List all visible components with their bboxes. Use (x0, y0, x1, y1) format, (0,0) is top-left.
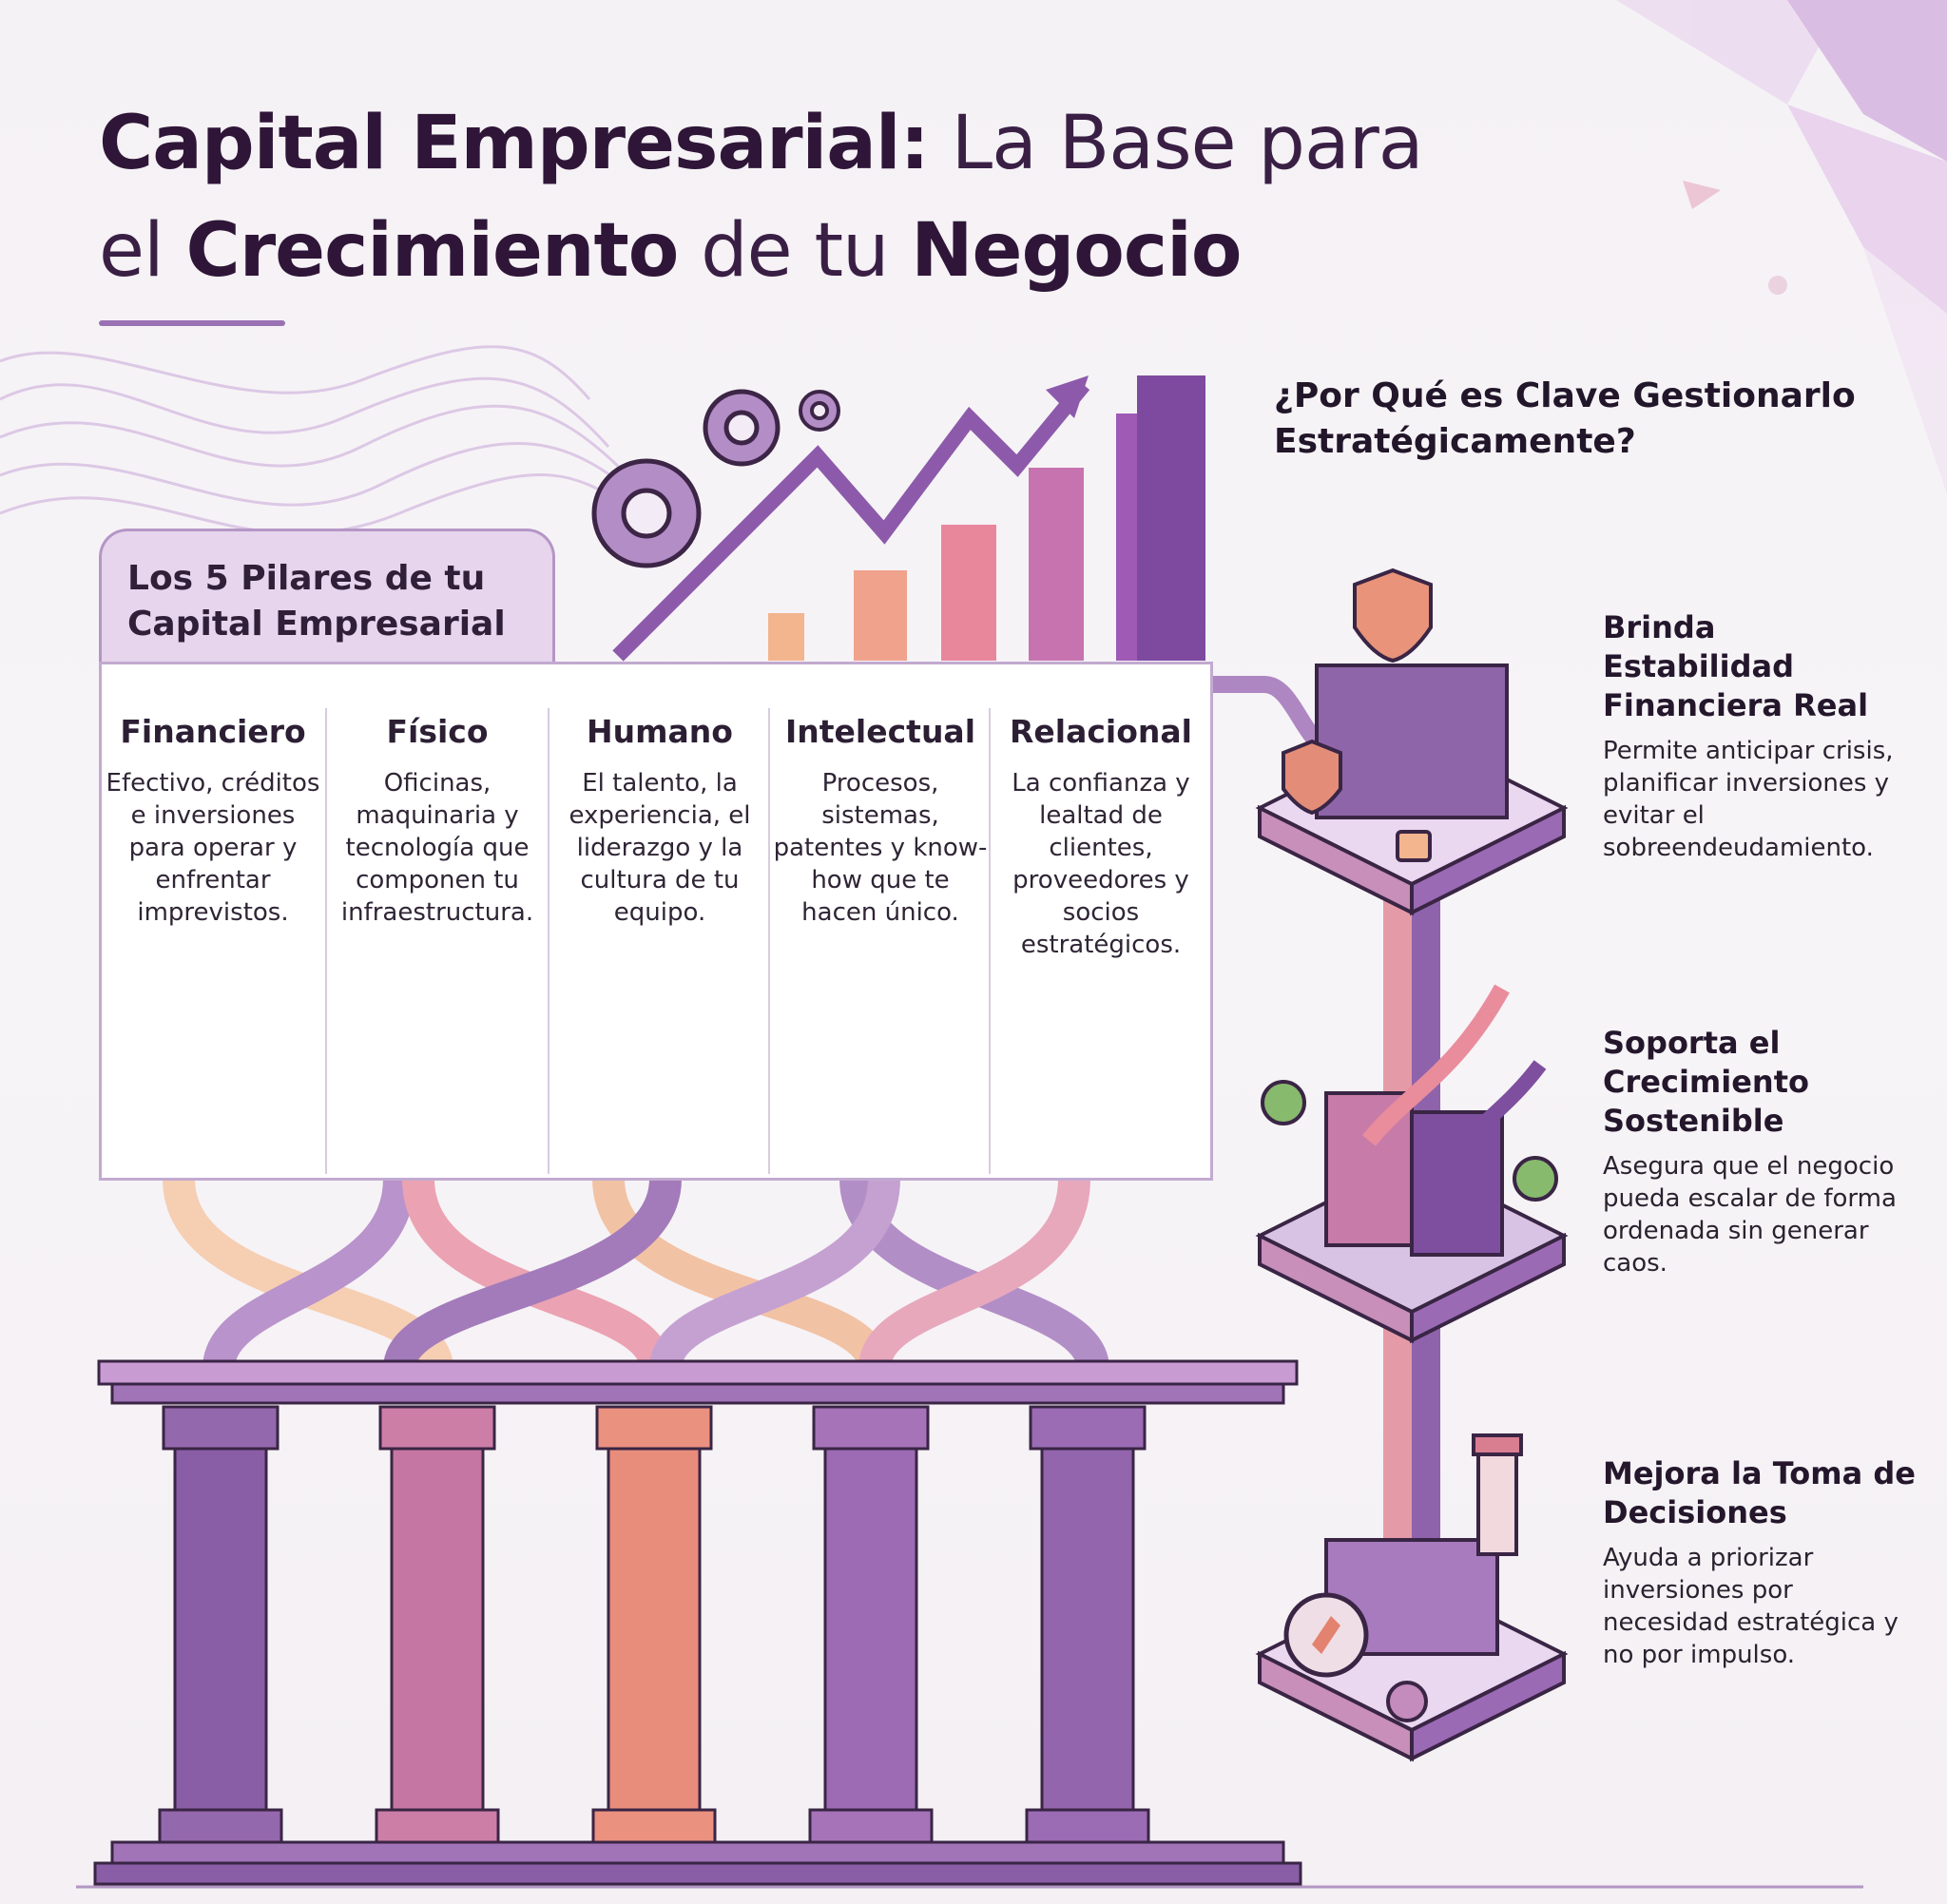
benefit-growth: Soporta el Crecimiento Sostenible Asegur… (1603, 1024, 1917, 1279)
column-divider (768, 708, 770, 1174)
compass-lighthouse-icon (1255, 1433, 1569, 1762)
pillar-title: Financiero (120, 713, 306, 750)
benefit-title: Mejora la Toma de Decisiones (1603, 1455, 1916, 1530)
pillar-description: Oficinas, maquinaria y tecnología que co… (340, 769, 534, 927)
pillar-title: Relacional (1010, 713, 1192, 750)
gear-icon (591, 458, 702, 568)
benefit-stability: Brinda Estabilidad Financiera Real Permi… (1603, 608, 1917, 864)
benefit-description: Permite anticipar crisis, planificar inv… (1603, 737, 1894, 862)
benefit-decisions: Mejora la Toma de Decisiones Ayuda a pri… (1603, 1454, 1917, 1671)
why-heading: ¿Por Qué es Clave Gestionarlo Estratégic… (1274, 376, 1856, 461)
wave-lines (0, 345, 666, 535)
pillar-title: Humano (587, 713, 733, 750)
strategy-tower-illustration (1255, 567, 1569, 1762)
benefit-title: Brinda Estabilidad Financiera Real (1603, 609, 1869, 723)
gear-icon (799, 390, 840, 432)
page-title: Capital Empresarial: La Base para el Cre… (99, 90, 1620, 305)
growth-arrows-icon (1255, 984, 1569, 1344)
gear-icon (703, 389, 781, 467)
benefit-description: Asegura que el negocio pueda escalar de … (1603, 1152, 1897, 1278)
pillar-description: El talento, la experiencia, el liderazgo… (569, 769, 751, 927)
growth-chart-illustration (591, 375, 1205, 662)
pillar-description: La confianza y lealtad de clientes, prov… (1012, 769, 1190, 959)
benefit-title: Soporta el Crecimiento Sostenible (1603, 1025, 1809, 1139)
pillar-humano: Humano El talento, la experiencia, el li… (549, 665, 770, 929)
pillar-intelectual: Intelectual Procesos, sistemas, patentes… (770, 665, 991, 929)
pillar-fisico: Físico Oficinas, maquinaria y tecnología… (327, 665, 548, 929)
title-underline (99, 320, 285, 326)
pillar-financiero: Financiero Efectivo, créditos e inversio… (103, 665, 323, 929)
pillar-title: Intelectual (784, 713, 976, 750)
flow-ribbons (163, 1177, 1109, 1372)
colonnade-illustration (76, 1359, 1863, 1889)
pillars-header-tab (99, 529, 555, 664)
title-line-2: el Crecimiento de tu Negocio (99, 208, 1242, 294)
pillar-title: Físico (386, 713, 489, 750)
pillars-panel (99, 662, 1213, 1181)
pillar-description: Procesos, sistemas, patentes y know-how … (773, 769, 988, 927)
column-divider (325, 708, 327, 1174)
pillars-heading: Los 5 Pilares de tu Capital Empresarial (127, 559, 506, 644)
column-divider (548, 708, 549, 1174)
benefit-description: Ayuda a priorizar inversiones por necesi… (1603, 1544, 1899, 1669)
pillar-relacional: Relacional La confianza y lealtad de cli… (991, 665, 1211, 961)
column-divider (989, 708, 991, 1174)
geometric-decoration (1616, 0, 1947, 494)
pillar-description: Efectivo, créditos e inversiones para op… (106, 769, 320, 927)
fortress-shield-icon (1255, 567, 1569, 916)
title-line-1: Capital Empresarial: La Base para (99, 101, 1424, 186)
